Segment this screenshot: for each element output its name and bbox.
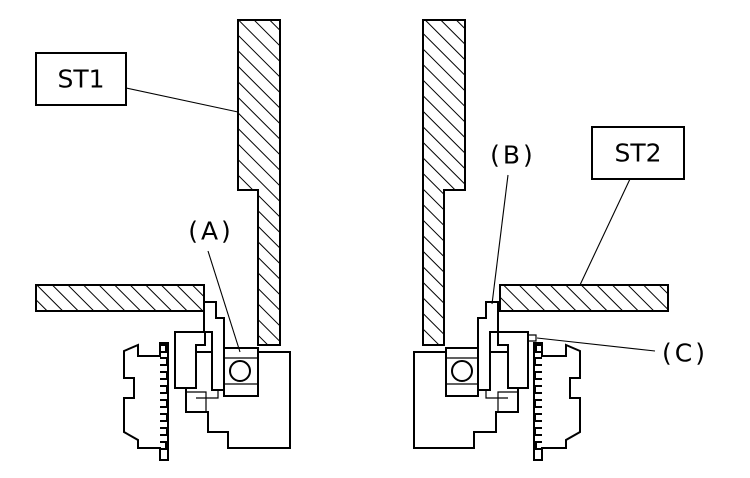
st1-leader-line — [125, 87, 239, 113]
left-hub-flange — [123, 342, 169, 461]
callout-b-leader — [491, 174, 509, 305]
right-seal-lip — [528, 334, 537, 342]
callout-a: (A) — [188, 217, 234, 246]
right-housing-assembly — [413, 301, 581, 461]
st1-label-box — [35, 52, 127, 106]
right-retainer — [477, 301, 499, 391]
right-housing-recess — [485, 390, 518, 412]
st2-plate-right — [499, 284, 669, 312]
right-sensor-rotor — [534, 344, 542, 450]
st1-tool-left-wall — [237, 19, 281, 346]
callout-c: (C) — [662, 339, 708, 368]
st1-tool-right-wall — [422, 19, 466, 346]
st2-plate-left — [35, 284, 205, 312]
left-bearing-ball — [229, 360, 251, 382]
callout-b: (B) — [490, 141, 536, 170]
right-bearing-ball — [451, 360, 473, 382]
st2-label-box — [591, 126, 685, 180]
left-sensor-rotor — [160, 344, 168, 450]
right-hub-flange — [533, 342, 581, 461]
callout-c-leader — [536, 337, 656, 352]
st2-label: ST2 — [614, 139, 661, 168]
right-seal — [497, 331, 529, 389]
left-housing-assembly — [123, 301, 291, 461]
left-housing-recess — [186, 390, 219, 412]
st1-label: ST1 — [57, 65, 104, 94]
callout-a-leader — [207, 250, 241, 353]
st2-leader-line — [579, 178, 631, 286]
